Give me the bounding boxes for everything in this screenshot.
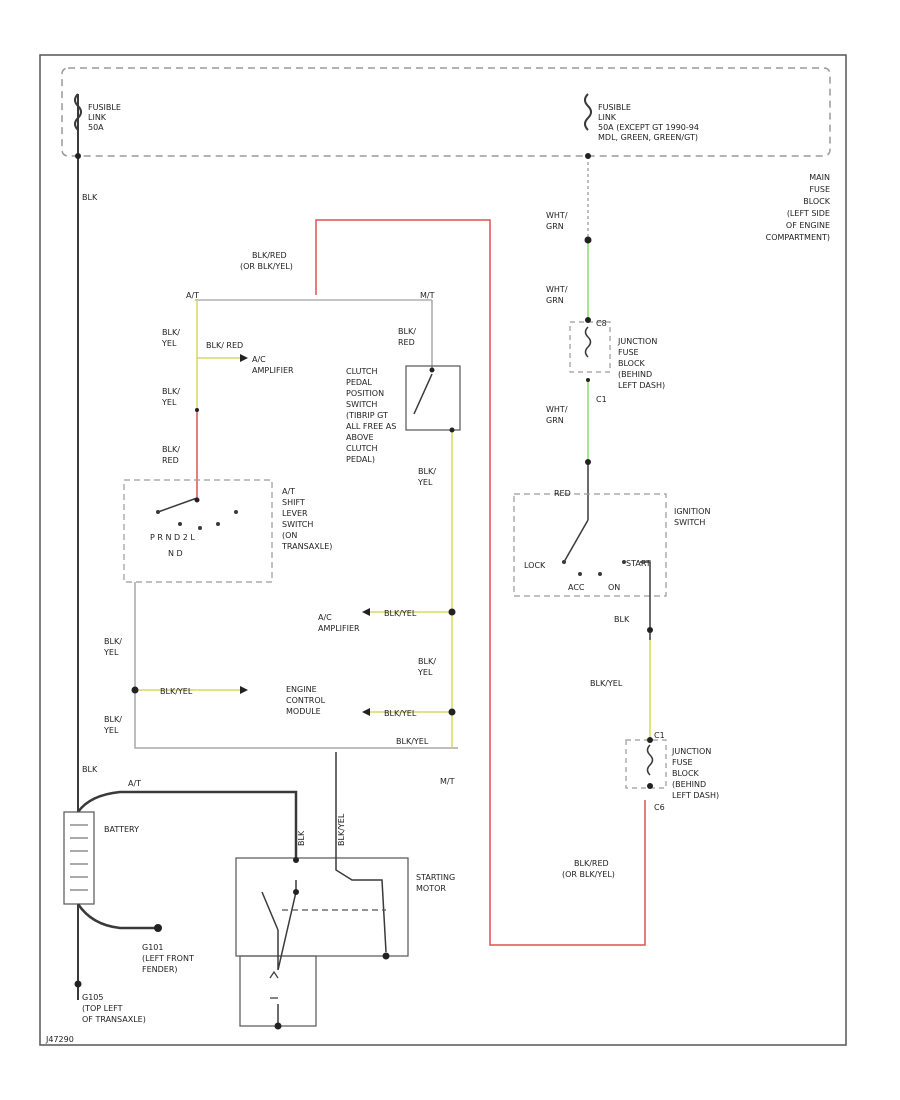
blk-yel-bottom-label: BLK/YEL bbox=[396, 737, 429, 746]
shift-switch-contacts bbox=[156, 510, 238, 530]
wire-battery-ground bbox=[76, 903, 155, 930]
blk-yel-vertical-label: BLK/YEL bbox=[337, 813, 346, 846]
blk-yel-wire-ecm2-label: BLK/YEL bbox=[384, 709, 417, 718]
blk-yel-label-2: BLK/YEL bbox=[161, 387, 180, 407]
connector-c6: C6 bbox=[654, 803, 665, 812]
starter-motor-symbol bbox=[269, 970, 279, 999]
blk-yel-label-5: BLK/YEL bbox=[103, 637, 122, 657]
diagram-border bbox=[39, 54, 847, 1046]
fusible-link-left-symbol bbox=[74, 93, 82, 131]
wire-blk-red-top bbox=[315, 219, 646, 946]
junction-fuse-top-box bbox=[569, 321, 611, 373]
wht-grn-label-1: WHT/GRN bbox=[546, 211, 568, 231]
connector-c1-top: C1 bbox=[596, 395, 607, 404]
wire-blk-red-label: BLK/RED(OR BLK/YEL) bbox=[240, 251, 293, 271]
blk-red-label-2: BLK/RED bbox=[162, 445, 180, 465]
wire-blk-to-starter bbox=[335, 752, 387, 953]
blk-yel-ecm-label: BLK/YEL bbox=[160, 687, 193, 696]
wire-b-right-label: BLK bbox=[614, 615, 630, 624]
mt-bottom-label: M/T bbox=[440, 777, 455, 786]
fusible-link-right-symbol bbox=[584, 93, 592, 131]
ignition-start: START bbox=[626, 559, 651, 568]
blk-yel-wire-ac-label: BLK/YEL bbox=[384, 609, 417, 618]
clutch-switch-box bbox=[405, 365, 461, 431]
ignition-on: ON bbox=[608, 583, 620, 592]
wht-grn-label-2: WHT/GRN bbox=[546, 285, 568, 305]
connector-c1-bottom: C1 bbox=[654, 731, 665, 740]
connection-dots bbox=[74, 153, 653, 1030]
battery-label: BATTERY bbox=[104, 825, 139, 834]
wire-at-lower bbox=[134, 582, 458, 749]
wire-ignition-start bbox=[640, 561, 651, 640]
shift-switch-positions-2: N D bbox=[168, 549, 183, 558]
blk-red-label-3: BLK/RED bbox=[398, 327, 416, 347]
blk-yel-label-3: BLK/YEL bbox=[417, 467, 436, 487]
fuse-top-symbol bbox=[584, 326, 592, 358]
shift-switch-positions: P R N D 2 L bbox=[150, 533, 195, 542]
shift-switch-contact bbox=[157, 497, 198, 513]
fuse-bottom-symbol bbox=[646, 744, 654, 776]
starting-motor-box bbox=[235, 857, 409, 957]
clutch-switch-contact bbox=[413, 373, 433, 415]
junction-fuse-bottom-box bbox=[625, 739, 667, 789]
blk-left-bottom-label: BLK bbox=[82, 765, 98, 774]
connector-c8: C8 bbox=[596, 319, 607, 328]
blk-yel-right-label: BLK/YEL bbox=[590, 679, 623, 688]
wire-battery-to-starter bbox=[76, 790, 298, 860]
battery-symbol bbox=[63, 811, 95, 905]
mt-label: M/T bbox=[420, 291, 435, 300]
ignition-lock: LOCK bbox=[524, 561, 546, 570]
wht-grn-label-3: WHT/GRN bbox=[546, 405, 568, 425]
blk-yel-label-1: BLK/YEL bbox=[161, 328, 180, 348]
ignition-acc: ACC bbox=[568, 583, 585, 592]
blk-yel-label-6: BLK/YEL bbox=[103, 715, 122, 735]
battery-cells bbox=[70, 824, 88, 891]
main-fuse-block-box bbox=[61, 67, 831, 157]
wire-blk-red-bottom-label: BLK/RED(OR BLK/YEL) bbox=[562, 859, 615, 879]
arrow-heads bbox=[240, 354, 370, 716]
blk-vertical-label: BLK bbox=[297, 830, 306, 846]
blk-yel-label-4: BLK/YEL bbox=[417, 657, 436, 677]
ignition-switch-box bbox=[513, 493, 667, 597]
blk-left-top-label: BLK bbox=[82, 193, 98, 202]
at-shift-switch-box bbox=[123, 479, 273, 583]
red-top-label: RED bbox=[554, 489, 571, 498]
at-bottom-label: A/T bbox=[128, 779, 141, 788]
at-label: A/T bbox=[186, 291, 199, 300]
blk-red-ac-label: BLK/ RED bbox=[206, 341, 243, 350]
ignition-switch-contact bbox=[563, 519, 589, 563]
figure-id: J47290 bbox=[45, 1035, 74, 1044]
ignition-switch-contacts bbox=[562, 560, 626, 576]
